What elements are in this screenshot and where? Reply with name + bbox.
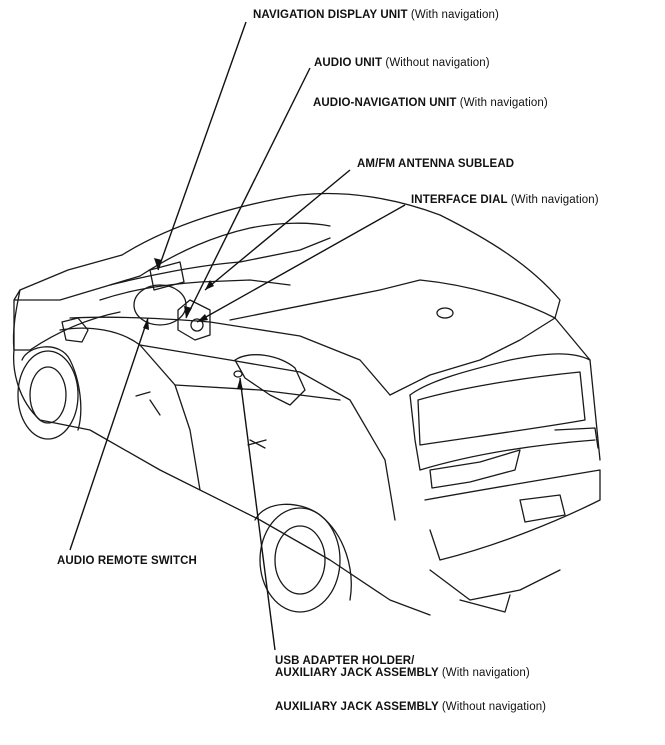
label-main: AM/FM ANTENNA SUBLEAD bbox=[357, 158, 515, 170]
label-main: AUDIO UNIT bbox=[314, 57, 383, 69]
label-main: INTERFACE DIAL bbox=[411, 194, 508, 206]
suv-body-outline bbox=[12, 192, 601, 616]
label-main: AUDIO REMOTE SWITCH bbox=[57, 555, 197, 567]
leader-lines bbox=[69, 21, 406, 651]
label-qualifier: (With navigation) bbox=[441, 667, 530, 679]
label-audio-remote-switch: AUDIO REMOTE SWITCH bbox=[57, 554, 197, 568]
label-audio-navigation-unit: AUDIO-NAVIGATION UNIT (With navigation) bbox=[313, 96, 548, 110]
label-am-fm-antenna-sublead: AM/FM ANTENNA SUBLEAD bbox=[357, 157, 514, 171]
label-main: AUXILIARY JACK ASSEMBLY bbox=[275, 667, 439, 679]
label-usb-adapter-holder: USB ADAPTER HOLDER/ bbox=[275, 654, 414, 668]
label-main: AUXILIARY JACK ASSEMBLY bbox=[275, 701, 439, 713]
label-qualifier: (With navigation) bbox=[510, 194, 599, 206]
label-audio-unit: AUDIO UNIT (Without navigation) bbox=[314, 56, 490, 70]
label-navigation-display-unit: NAVIGATION DISPLAY UNIT (With navigation… bbox=[253, 8, 499, 22]
label-qualifier: (Without navigation) bbox=[385, 57, 490, 69]
label-main: NAVIGATION DISPLAY UNIT bbox=[253, 9, 408, 21]
label-qualifier: (With navigation) bbox=[410, 9, 499, 21]
label-main: AUDIO-NAVIGATION UNIT bbox=[313, 97, 457, 109]
label-qualifier: (Without navigation) bbox=[441, 701, 547, 713]
label-auxiliary-jack-with-navigation: AUXILIARY JACK ASSEMBLY (With navigation… bbox=[275, 666, 530, 680]
label-main: USB ADAPTER HOLDER/ bbox=[275, 655, 415, 667]
label-interface-dial: INTERFACE DIAL (With navigation) bbox=[411, 193, 599, 207]
label-auxiliary-jack-without-navigation: AUXILIARY JACK ASSEMBLY (Without navigat… bbox=[275, 700, 546, 714]
label-qualifier: (With navigation) bbox=[459, 97, 548, 109]
